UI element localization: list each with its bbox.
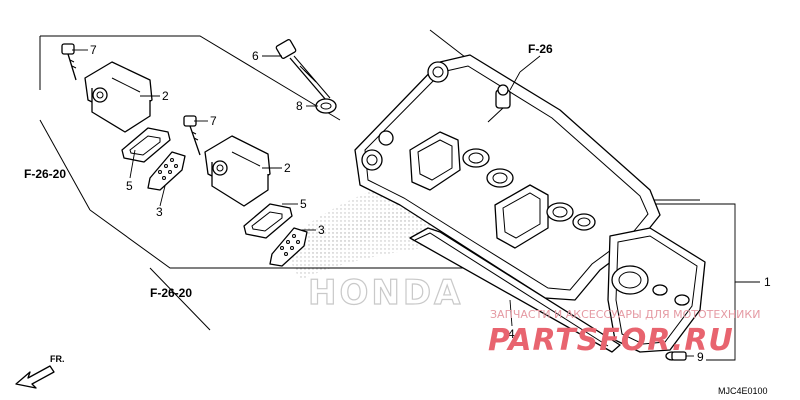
coil-cap-3-upper xyxy=(147,151,186,191)
leader-lines xyxy=(72,49,760,361)
front-direction-arrow: FR. xyxy=(15,354,65,389)
head-cover-gasket xyxy=(409,227,706,353)
watermark-brand: PARTSFOR.RU xyxy=(488,323,734,358)
coil-cap-3-lower xyxy=(269,227,308,267)
callout-2-lower: 2 xyxy=(284,161,291,175)
callout-8: 8 xyxy=(296,99,303,113)
watermark-tagline: ЗАПЧАСТИ И АКСЕССУАРЫ ДЛЯ МОТОТЕХНИКИ xyxy=(490,308,760,321)
seal-5-upper xyxy=(121,127,171,163)
washer-8 xyxy=(315,98,337,114)
ref-f-26-20-upper: F-26-20 xyxy=(24,167,66,181)
callout-4: 4 xyxy=(508,327,515,341)
callout-3-upper: 3 xyxy=(156,205,163,219)
front-direction-label: FR. xyxy=(50,354,65,364)
callout-7-lower: 7 xyxy=(210,114,217,128)
seal-5-lower xyxy=(243,203,293,239)
ref-f-26: F-26 xyxy=(528,42,553,56)
ref-f-26-20-lower: F-26-20 xyxy=(150,286,192,300)
callout-9: 9 xyxy=(697,350,704,364)
callout-3-lower: 3 xyxy=(318,223,325,237)
bolt-7-lower xyxy=(183,115,201,156)
callout-5-lower: 5 xyxy=(300,197,307,211)
callout-5-upper: 5 xyxy=(126,179,133,193)
bolt-6 xyxy=(275,39,331,101)
callout-7-upper: 7 xyxy=(90,43,97,57)
honda-wordmark: HONDA xyxy=(308,273,463,313)
diagram-code: MJC4E0100 xyxy=(718,386,768,396)
ignition-coil-2-upper xyxy=(84,61,153,133)
bolt-7-upper xyxy=(61,43,77,81)
callout-2-upper: 2 xyxy=(162,89,169,103)
ignition-coil-2-lower xyxy=(204,135,271,207)
watermark: ЗАПЧАСТИ И АКСЕССУАРЫ ДЛЯ МОТОТЕХНИКИ PA… xyxy=(488,308,760,358)
callout-1: 1 xyxy=(764,275,771,289)
callout-6: 6 xyxy=(252,49,259,63)
